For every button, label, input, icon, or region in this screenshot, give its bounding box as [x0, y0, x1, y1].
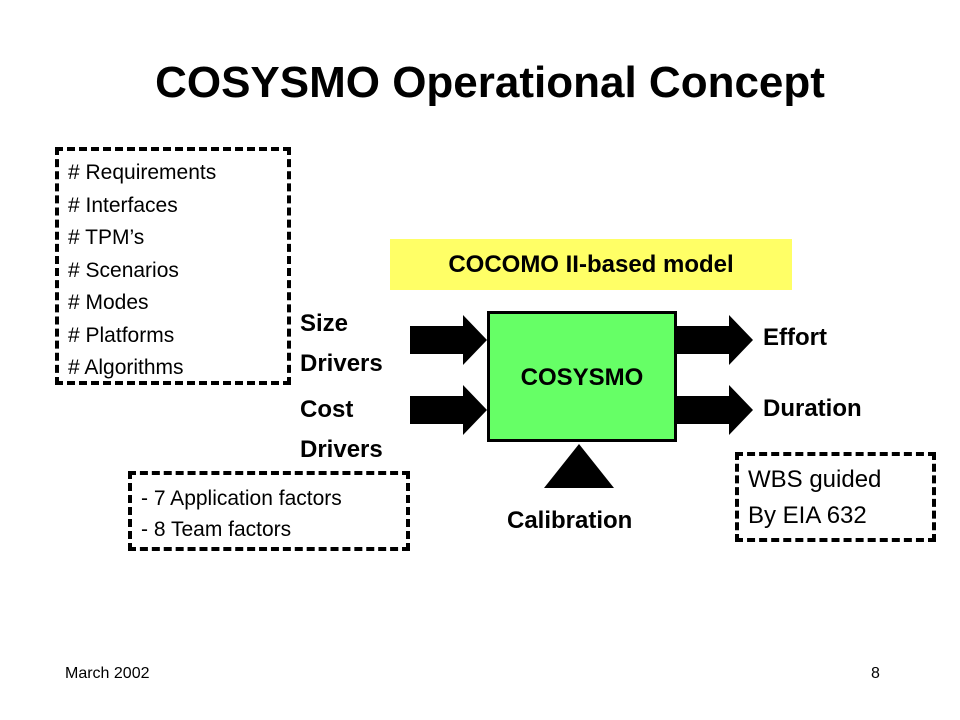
size-drivers-label: Size Drivers	[300, 304, 383, 384]
duration-label: Duration	[763, 395, 862, 422]
size-drivers-label-line: Size	[300, 310, 349, 337]
cost-input-arrow	[410, 385, 487, 435]
cost-drivers-label: Cost Drivers	[300, 390, 383, 470]
size-input-arrow	[410, 315, 487, 365]
duration-output-arrow	[677, 385, 753, 435]
cost-drivers-label-line: Cost	[300, 396, 354, 423]
size-driver-item: # Scenarios	[68, 258, 179, 282]
cost-drivers-label-line: Drivers	[300, 436, 383, 463]
size-drivers-label-line: Drivers	[300, 350, 383, 377]
slide-title: COSYSMO Operational Concept	[155, 58, 825, 107]
calibration-label: Calibration	[507, 507, 633, 534]
wbs-note: WBS guided By EIA 632	[735, 452, 936, 542]
page-number: 8	[871, 665, 880, 682]
cost-driver-item: - 8 Team factors	[141, 518, 292, 541]
cosysmo-model-box: COSYSMO	[487, 311, 677, 442]
cost-driver-item: - 7 Application factors	[141, 487, 342, 510]
size-driver-list: # Requirements # Interfaces # TPM’s # Sc…	[55, 147, 291, 385]
effort-label: Effort	[763, 324, 827, 351]
size-driver-item: # TPM’s	[68, 226, 145, 249]
calibration-triangle-icon	[544, 444, 614, 488]
footer-date: March 2002	[65, 665, 150, 682]
size-driver-item: # Modes	[68, 291, 149, 314]
effort-output-arrow	[677, 315, 753, 365]
wbs-note-line: By EIA 632	[748, 502, 867, 529]
wbs-note-line: WBS guided	[748, 466, 882, 493]
size-driver-item: # Platforms	[68, 323, 175, 347]
size-driver-item: # Algorithms	[68, 356, 184, 379]
size-driver-item: # Requirements	[68, 161, 217, 184]
cost-driver-list: - 7 Application factors - 8 Team factors	[128, 471, 410, 551]
size-driver-item: # Interfaces	[68, 193, 178, 217]
model-label: COCOMO II-based model	[390, 239, 792, 290]
